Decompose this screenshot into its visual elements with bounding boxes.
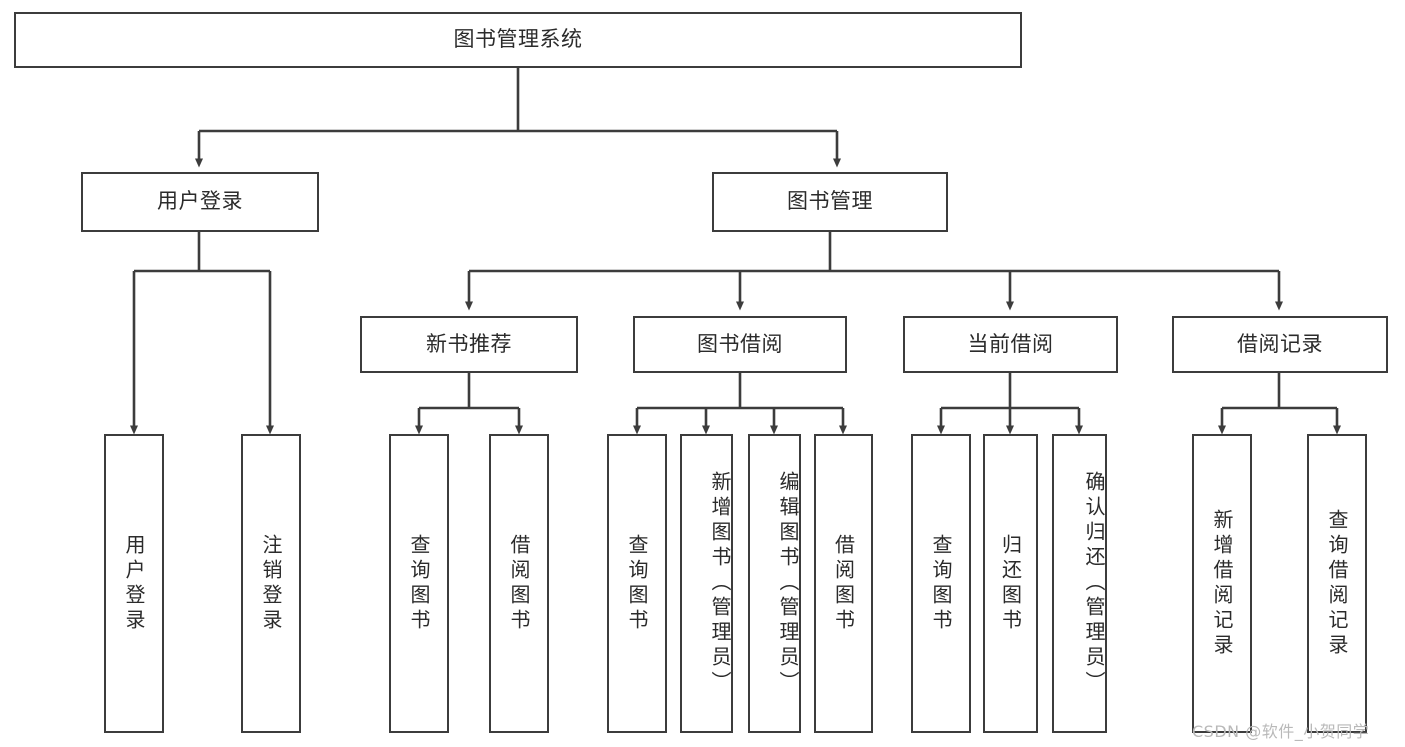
leaf-query-book-borrow[interactable]: 查询图书 xyxy=(607,434,667,733)
node-label: 确认归还（管理员） xyxy=(1082,471,1106,696)
node-root-system[interactable]: 图书管理系统 xyxy=(14,12,1022,68)
node-user-login[interactable]: 用户登录 xyxy=(81,172,319,232)
node-label: 当前借阅 xyxy=(967,331,1054,356)
leaf-add-book-admin[interactable]: 新增图书（管理员） xyxy=(680,434,733,733)
node-new-book-recommend[interactable]: 新书推荐 xyxy=(360,316,578,373)
leaf-query-book-current[interactable]: 查询图书 xyxy=(911,434,971,733)
leaf-add-borrow-record[interactable]: 新增借阅记录 xyxy=(1192,434,1252,733)
node-label: 图书借阅 xyxy=(697,331,783,356)
leaf-confirm-return-admin[interactable]: 确认归还（管理员） xyxy=(1052,434,1107,733)
leaf-logout-login[interactable]: 注销登录 xyxy=(241,434,301,733)
node-label: 查询图书 xyxy=(407,533,431,634)
node-book-borrow[interactable]: 图书借阅 xyxy=(633,316,847,373)
node-label: 查询图书 xyxy=(625,533,649,634)
csdn-watermark: CSDN @软件_小贺同学 xyxy=(1192,722,1370,741)
node-label: 查询借阅记录 xyxy=(1325,508,1349,659)
node-label: 用户登录 xyxy=(157,189,243,214)
node-label: 借阅图书 xyxy=(831,533,856,634)
leaf-user-login[interactable]: 用户登录 xyxy=(104,434,164,733)
node-label: 图书管理系统 xyxy=(453,27,583,52)
node-label: 编辑图书（管理员） xyxy=(776,471,800,696)
node-label: 借阅图书 xyxy=(507,533,531,634)
node-label: 用户登录 xyxy=(122,533,146,634)
node-label: 新增图书（管理员） xyxy=(708,471,732,696)
node-label: 查询图书 xyxy=(929,533,953,634)
leaf-borrow-book-recommend[interactable]: 借阅图书 xyxy=(489,434,549,733)
leaf-query-borrow-record[interactable]: 查询借阅记录 xyxy=(1307,434,1367,733)
node-label: 注销登录 xyxy=(259,533,283,634)
node-label: 归还图书 xyxy=(998,533,1023,634)
node-current-borrow[interactable]: 当前借阅 xyxy=(903,316,1118,373)
node-label: 新书推荐 xyxy=(426,331,512,356)
leaf-borrow-book-borrow[interactable]: 借阅图书 xyxy=(814,434,873,733)
node-label: 新增借阅记录 xyxy=(1210,508,1234,659)
leaf-edit-book-admin[interactable]: 编辑图书（管理员） xyxy=(748,434,801,733)
node-label: 图书管理 xyxy=(787,189,873,214)
leaf-return-book[interactable]: 归还图书 xyxy=(983,434,1038,733)
node-borrow-record[interactable]: 借阅记录 xyxy=(1172,316,1388,373)
node-label: 借阅记录 xyxy=(1237,331,1323,356)
node-book-manage[interactable]: 图书管理 xyxy=(712,172,948,232)
leaf-query-book-recommend[interactable]: 查询图书 xyxy=(389,434,449,733)
